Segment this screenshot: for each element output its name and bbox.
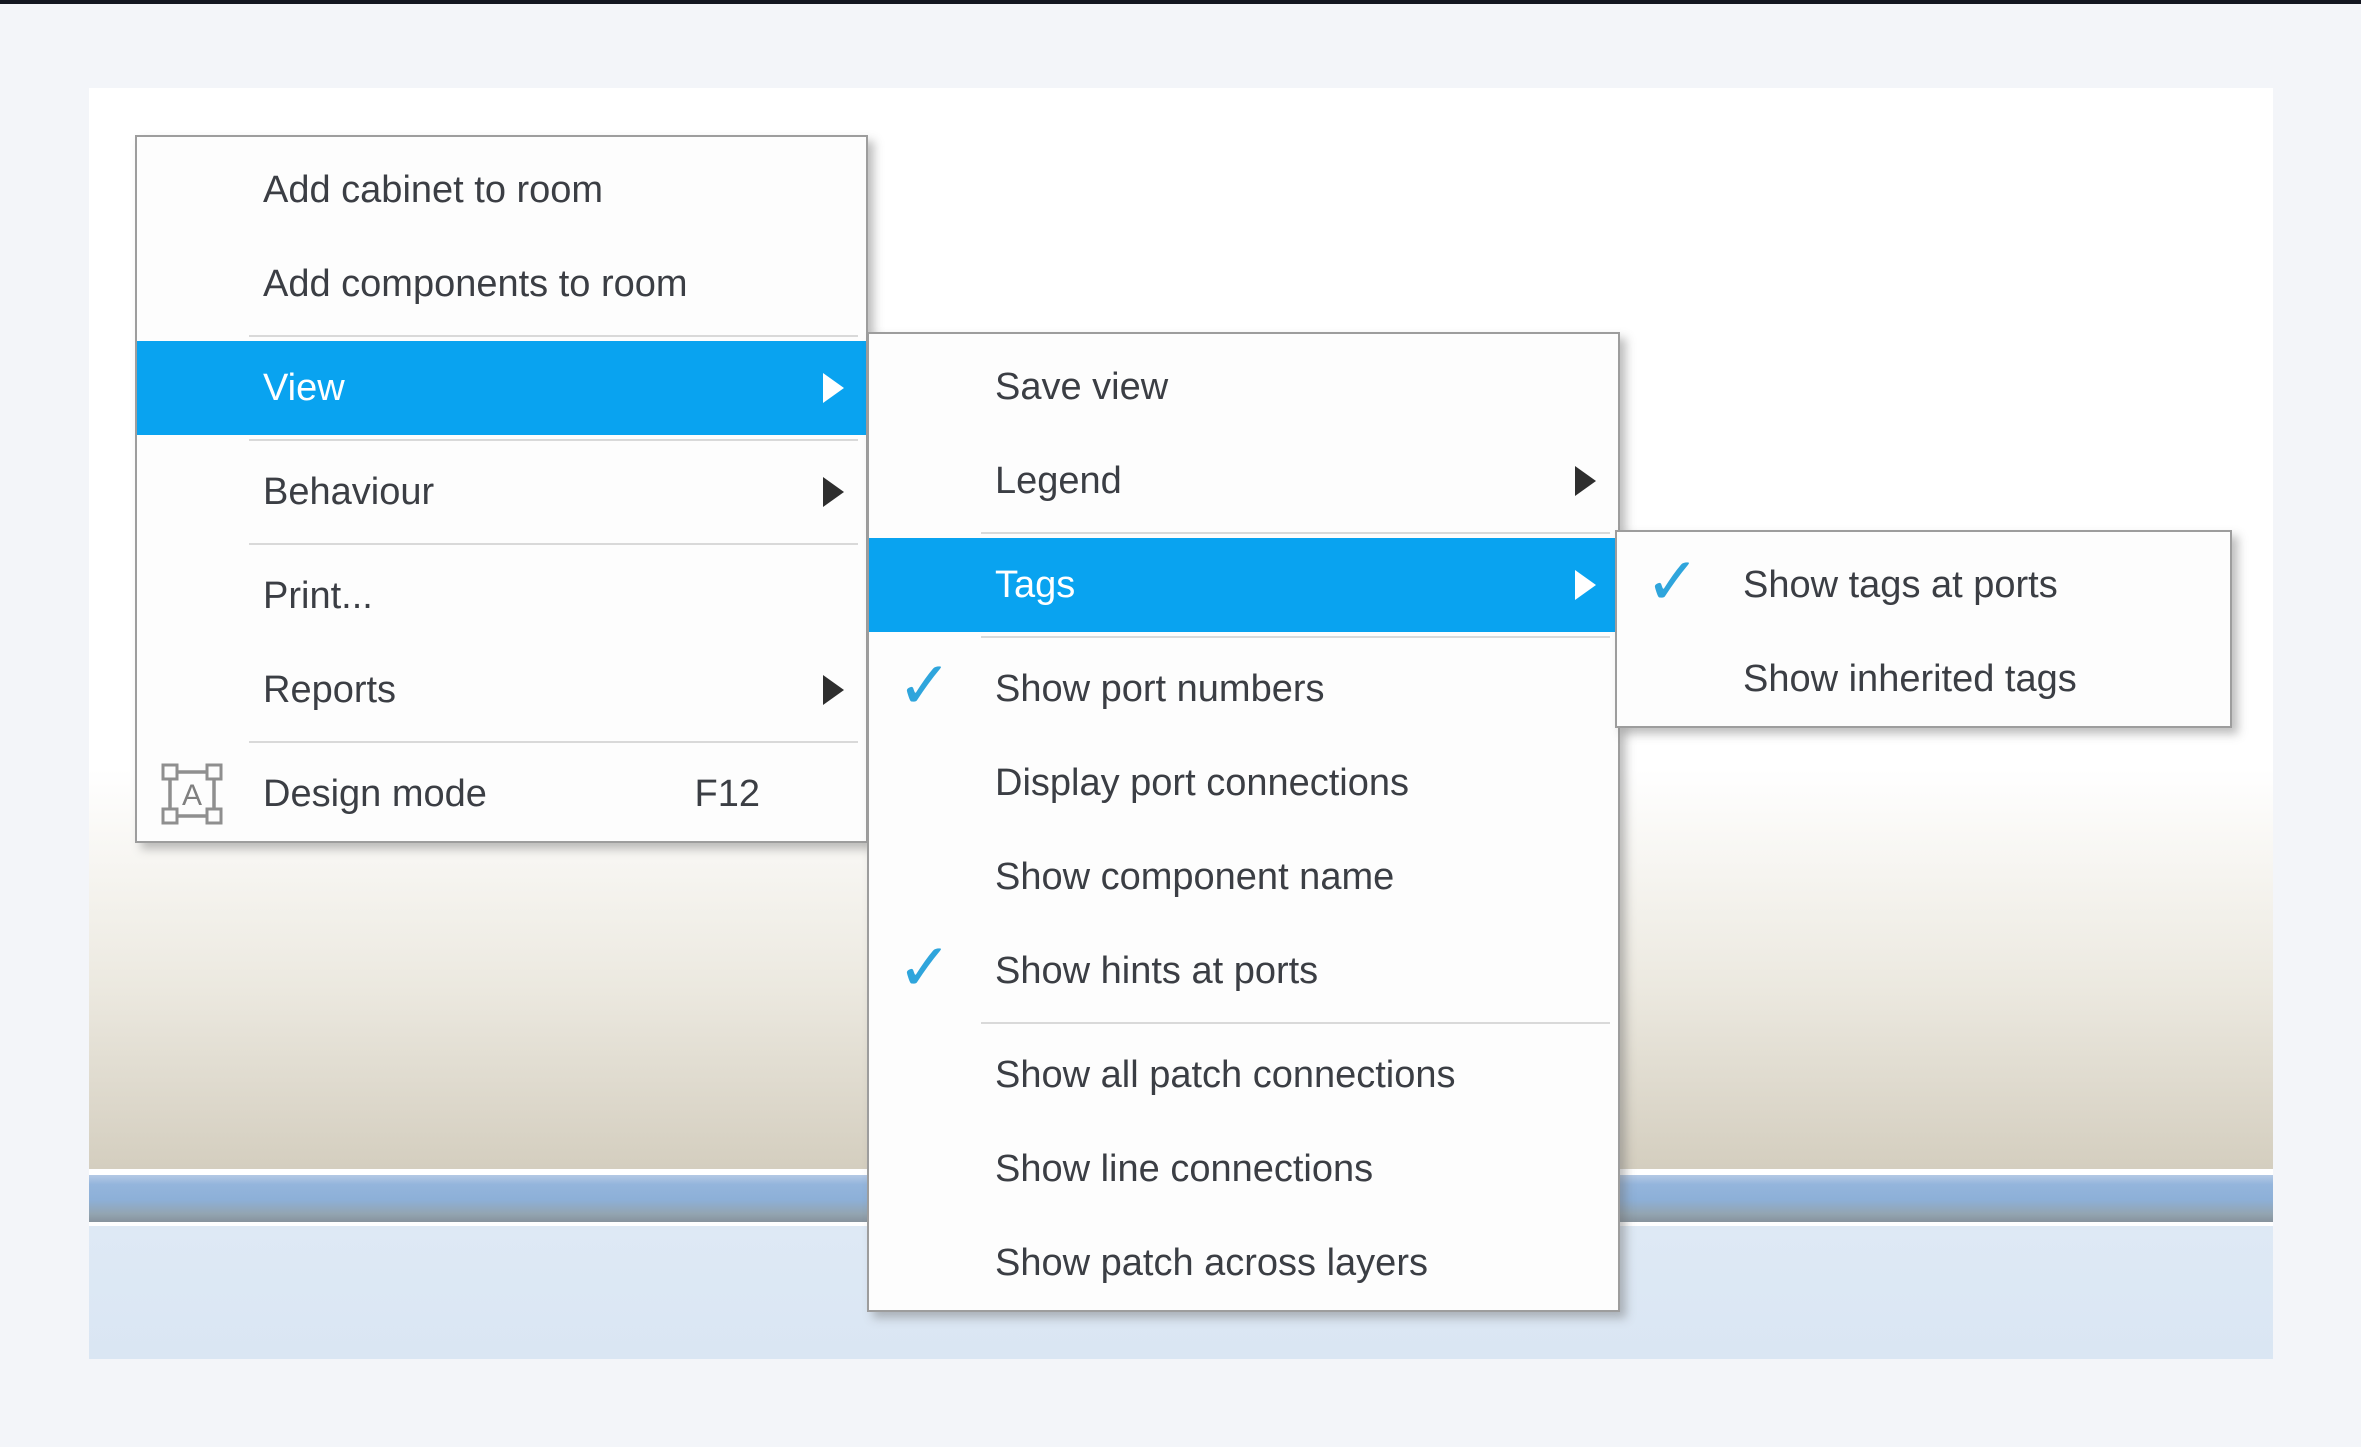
menu-item-show-all-patch-connections[interactable]: Show all patch connections	[869, 1028, 1618, 1122]
menu-item-label: Show inherited tags	[1743, 657, 2077, 700]
menu-item-label: Reports	[263, 668, 397, 711]
menu-item-label: Show hints at ports	[995, 949, 1319, 992]
svg-text:A: A	[182, 779, 202, 812]
menu-separator	[981, 532, 1610, 534]
menu-item-print[interactable]: Print...	[137, 549, 866, 643]
checkmark-icon: ✓	[897, 648, 953, 723]
menu-item-behaviour[interactable]: Behaviour	[137, 445, 866, 539]
menu-item-show-port-numbers[interactable]: ✓ Show port numbers	[869, 642, 1618, 736]
menu-item-label: Design mode	[263, 772, 487, 815]
menu-item-label: Show line connections	[995, 1147, 1374, 1190]
checkmark-icon: ✓	[897, 930, 953, 1005]
menu-item-show-component-name[interactable]: Show component name	[869, 830, 1618, 924]
design-mode-icon: A	[159, 761, 225, 827]
menu-item-show-inherited-tags[interactable]: Show inherited tags	[1617, 632, 2230, 726]
menu-item-label: Show tags at ports	[1743, 563, 2058, 606]
menu-separator	[249, 741, 858, 743]
menu-item-label: Display port connections	[995, 761, 1409, 804]
menu-item-label: Add components to room	[263, 262, 688, 305]
menu-separator	[981, 1022, 1610, 1024]
checkmark-icon: ✓	[1645, 544, 1701, 619]
menu-item-label: Show patch across layers	[995, 1241, 1428, 1284]
menu-item-label: Add cabinet to room	[263, 168, 604, 211]
submenu-arrow-icon	[823, 477, 844, 507]
menu-separator	[981, 636, 1610, 638]
submenu-arrow-icon	[1575, 466, 1596, 496]
menu-item-label: Show component name	[995, 855, 1395, 898]
menu-item-display-port-connections[interactable]: Display port connections	[869, 736, 1618, 830]
submenu-arrow-icon	[823, 373, 844, 403]
submenu-arrow-icon	[823, 675, 844, 705]
menu-item-show-line-connections[interactable]: Show line connections	[869, 1122, 1618, 1216]
menu-item-legend[interactable]: Legend	[869, 434, 1618, 528]
menu-item-view[interactable]: View	[137, 341, 866, 435]
menu-item-save-view[interactable]: Save view	[869, 340, 1618, 434]
submenu-arrow-icon	[1575, 570, 1596, 600]
menu-item-add-components-to-room[interactable]: Add components to room	[137, 237, 866, 331]
menu-separator	[249, 439, 858, 441]
menu-item-label: Show all patch connections	[995, 1053, 1456, 1096]
menu-item-label: Tags	[995, 563, 1076, 606]
menu-item-show-hints-at-ports[interactable]: ✓ Show hints at ports	[869, 924, 1618, 1018]
menu-item-show-tags-at-ports[interactable]: ✓ Show tags at ports	[1617, 538, 2230, 632]
menu-item-label: Print...	[263, 574, 373, 617]
menu-item-label: Behaviour	[263, 470, 435, 513]
menu-item-label: Legend	[995, 459, 1122, 502]
menu-item-shortcut: F12	[694, 772, 760, 815]
menu-item-label: View	[263, 366, 345, 409]
menu-item-tags[interactable]: Tags	[869, 538, 1618, 632]
menu-item-label: Show port numbers	[995, 667, 1325, 710]
menu-item-show-patch-across-layers[interactable]: Show patch across layers	[869, 1216, 1618, 1310]
menu-item-design-mode[interactable]: A Design mode F12	[137, 747, 866, 841]
window-top-strip	[0, 0, 2361, 4]
menu-item-label: Save view	[995, 365, 1169, 408]
menu-item-reports[interactable]: Reports	[137, 643, 866, 737]
menu-item-add-cabinet-to-room[interactable]: Add cabinet to room	[137, 143, 866, 237]
menu-separator	[249, 335, 858, 337]
menu-separator	[249, 543, 858, 545]
